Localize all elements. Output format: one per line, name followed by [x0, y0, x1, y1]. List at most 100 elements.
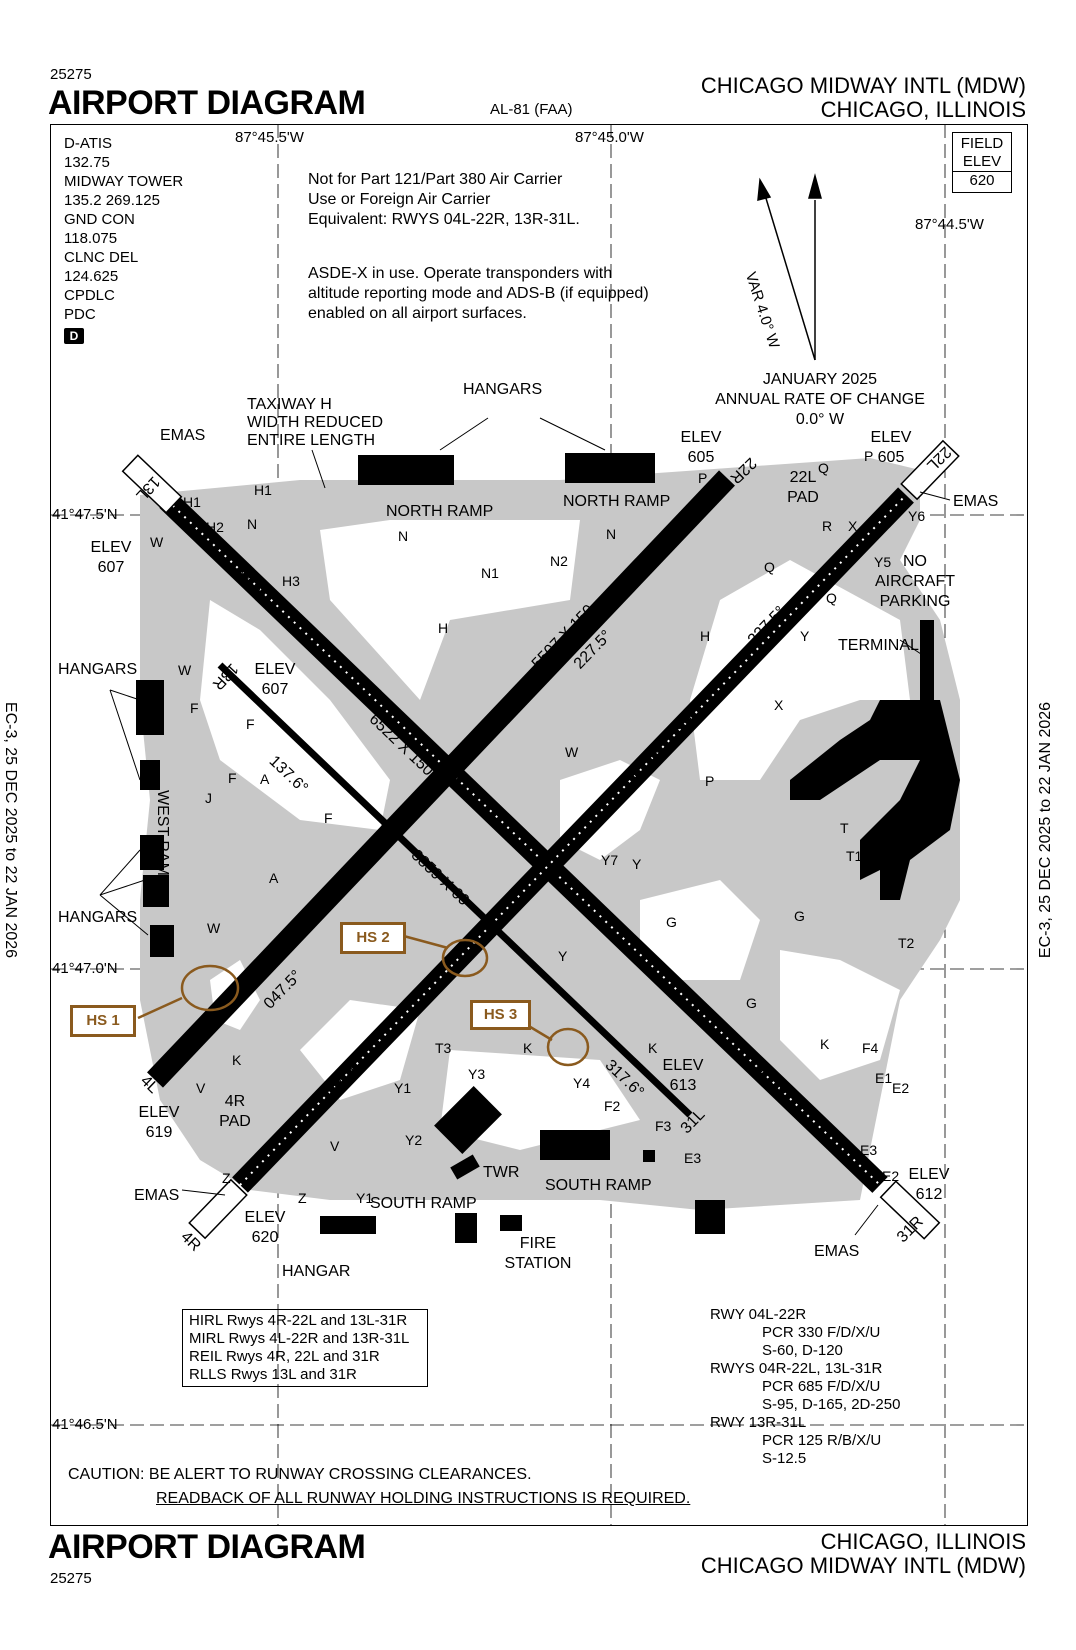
label-line: FIRE [519, 1235, 557, 1252]
label-line: 605 [687, 449, 715, 466]
label-fire-station: FIRE STATION [498, 1234, 578, 1274]
lighting-legend: HIRL Rwys 4R-22L and 13L-31R MIRL Rwys 4… [182, 1309, 428, 1387]
rate-line: JANUARY 2025 [762, 371, 878, 388]
taxiway-label-k: K [523, 1040, 533, 1056]
note-line: altitude reporting mode and ADS-B (if eq… [308, 285, 649, 302]
taxiway-label-k: K [232, 1052, 242, 1068]
label-line: 607 [97, 559, 125, 576]
chart-id: AL-81 (FAA) [490, 101, 573, 118]
taxiway-label-w: W [207, 920, 221, 936]
taxiway-label-n1: N1 [481, 565, 499, 581]
latitude-2: 41°47.0'N [52, 960, 118, 977]
taxiway-label-y4: Y4 [573, 1075, 591, 1091]
taxiway-label-e1: E1 [875, 1070, 893, 1086]
taxiway-label-e2: E2 [892, 1080, 910, 1096]
strength-line: RWYS 04R-22L, 13L-31R [710, 1360, 883, 1377]
taxiway-label-x: X [774, 697, 784, 713]
hotspot-hs3[interactable]: HS 3 [470, 1000, 531, 1030]
rate-line: ANNUAL RATE OF CHANGE [715, 391, 925, 408]
label-line: ELEV [90, 539, 132, 556]
taxiway-label-g: G [794, 908, 805, 924]
label-line: ELEV [662, 1057, 704, 1074]
label-line: 620 [251, 1229, 279, 1246]
label-elev-605-b: ELEV 605 [866, 428, 916, 468]
freq-line: 118.075 [64, 230, 118, 247]
taxiway-label-p: P [705, 773, 715, 789]
freq-line: MIDWAY TOWER [64, 173, 184, 190]
label-elev-620: ELEV 620 [240, 1208, 290, 1248]
taxiway-label-h: H [438, 620, 449, 636]
label-line: ELEV [680, 429, 722, 446]
taxiway-label-f4: F4 [862, 1040, 879, 1056]
taxiway-label-t1: T1 [846, 848, 863, 864]
label-22l-pad: 22L PAD [780, 468, 826, 508]
leader-lines [99, 417, 951, 1236]
freq-line: 132.75 [64, 154, 110, 171]
freq-line: 135.2 269.125 [64, 192, 160, 209]
taxiway-label-y7: Y7 [601, 852, 619, 868]
procedure-number-bottom: 25275 [50, 1570, 92, 1587]
taxiway-label-v: V [196, 1080, 206, 1096]
strength-line: PCR 125 R/B/X/U [762, 1432, 882, 1449]
label-emas-1: EMAS [160, 427, 206, 444]
strength-line: PCR 685 F/D/X/U [762, 1378, 881, 1395]
frequency-list: D-ATIS 132.75 MIDWAY TOWER 135.2 269.125… [64, 134, 183, 345]
taxiway-label-y1: Y1 [356, 1190, 374, 1206]
taxiway-label-p: P [864, 448, 874, 464]
taxiway-label-r: R [822, 518, 833, 534]
taxiway-label-h3: H3 [282, 573, 300, 589]
label-line: WIDTH REDUCED [247, 414, 383, 431]
taxiway-label-x: X [848, 518, 858, 534]
taxiway-label-h1: H1 [254, 482, 272, 498]
label-hangar-bottom: HANGAR [282, 1263, 351, 1280]
hotspot-hs1[interactable]: HS 1 [70, 1005, 136, 1037]
taxiway-label-h2: H2 [206, 519, 224, 535]
label-west-ramp: WEST RAMP [154, 790, 171, 887]
note-line: ASDE-X in use. Operate transponders with [308, 265, 613, 282]
taxiway-label-t2: T2 [898, 935, 915, 951]
label-line: PAD [787, 489, 819, 506]
field-elev-label1: FIELD [960, 135, 1004, 152]
longitude-1: 87°45.5'W [235, 129, 304, 146]
taxiway-label-f: F [228, 770, 237, 786]
label-north-ramp-2: NORTH RAMP [563, 493, 671, 510]
label-line: 22L [789, 469, 817, 486]
note-line: Not for Part 121/Part 380 Air Carrier [308, 171, 563, 188]
strength-line: S-12.5 [762, 1450, 807, 1467]
note-asde: ASDE-X in use. Operate transponders with… [308, 264, 649, 324]
hotspot-circles [137, 933, 590, 1067]
label-emas-4: EMAS [814, 1243, 860, 1260]
taxiway-label-n: N [606, 526, 617, 542]
freq-line: CLNC DEL [64, 249, 139, 266]
freq-line: 124.625 [64, 268, 119, 285]
airport-name-bottom: CHICAGO MIDWAY INTL (MDW) [700, 1553, 1026, 1578]
label-line: AIRCRAFT [875, 573, 955, 590]
label-terminal: TERMINAL [838, 637, 919, 654]
freq-line: CPDLC [64, 287, 115, 304]
taxiway-label-w: W [565, 744, 579, 760]
taxiway-label-e2: E2 [882, 1168, 900, 1184]
label-line: NO [903, 553, 927, 570]
label-elev-605-a: ELEV 605 [676, 428, 726, 468]
taxiway-label-k: K [820, 1036, 830, 1052]
taxiway-label-j: J [205, 790, 212, 806]
hotspot-hs2[interactable]: HS 2 [340, 922, 406, 954]
note-carrier: Not for Part 121/Part 380 Air Carrier Us… [308, 170, 580, 230]
taxiway-label-w: W [150, 534, 164, 550]
note-line: Use or Foreign Air Carrier [308, 191, 491, 208]
freq-line: D-ATIS [64, 135, 113, 152]
freq-line: PDC [64, 306, 96, 323]
taxiway-label-a: A [269, 870, 279, 886]
footer-title: AIRPORT DIAGRAM [48, 1528, 366, 1566]
longitude-2: 87°45.0'W [575, 129, 644, 146]
taxiway-label-y2: Y2 [405, 1132, 423, 1148]
airport-name-top: CHICAGO MIDWAY INTL (MDW) [700, 73, 1026, 98]
label-line: 613 [669, 1077, 697, 1094]
lighting-line: HIRL Rwys 4R-22L and 13L-31R [189, 1312, 408, 1329]
label-line: ENTIRE LENGTH [247, 432, 376, 449]
strength-line: S-95, D-165, 2D-250 [762, 1396, 901, 1413]
emas-areas [121, 439, 960, 1240]
north-arrows [757, 173, 822, 361]
strength-line: PCR 330 F/D/X/U [762, 1324, 881, 1341]
